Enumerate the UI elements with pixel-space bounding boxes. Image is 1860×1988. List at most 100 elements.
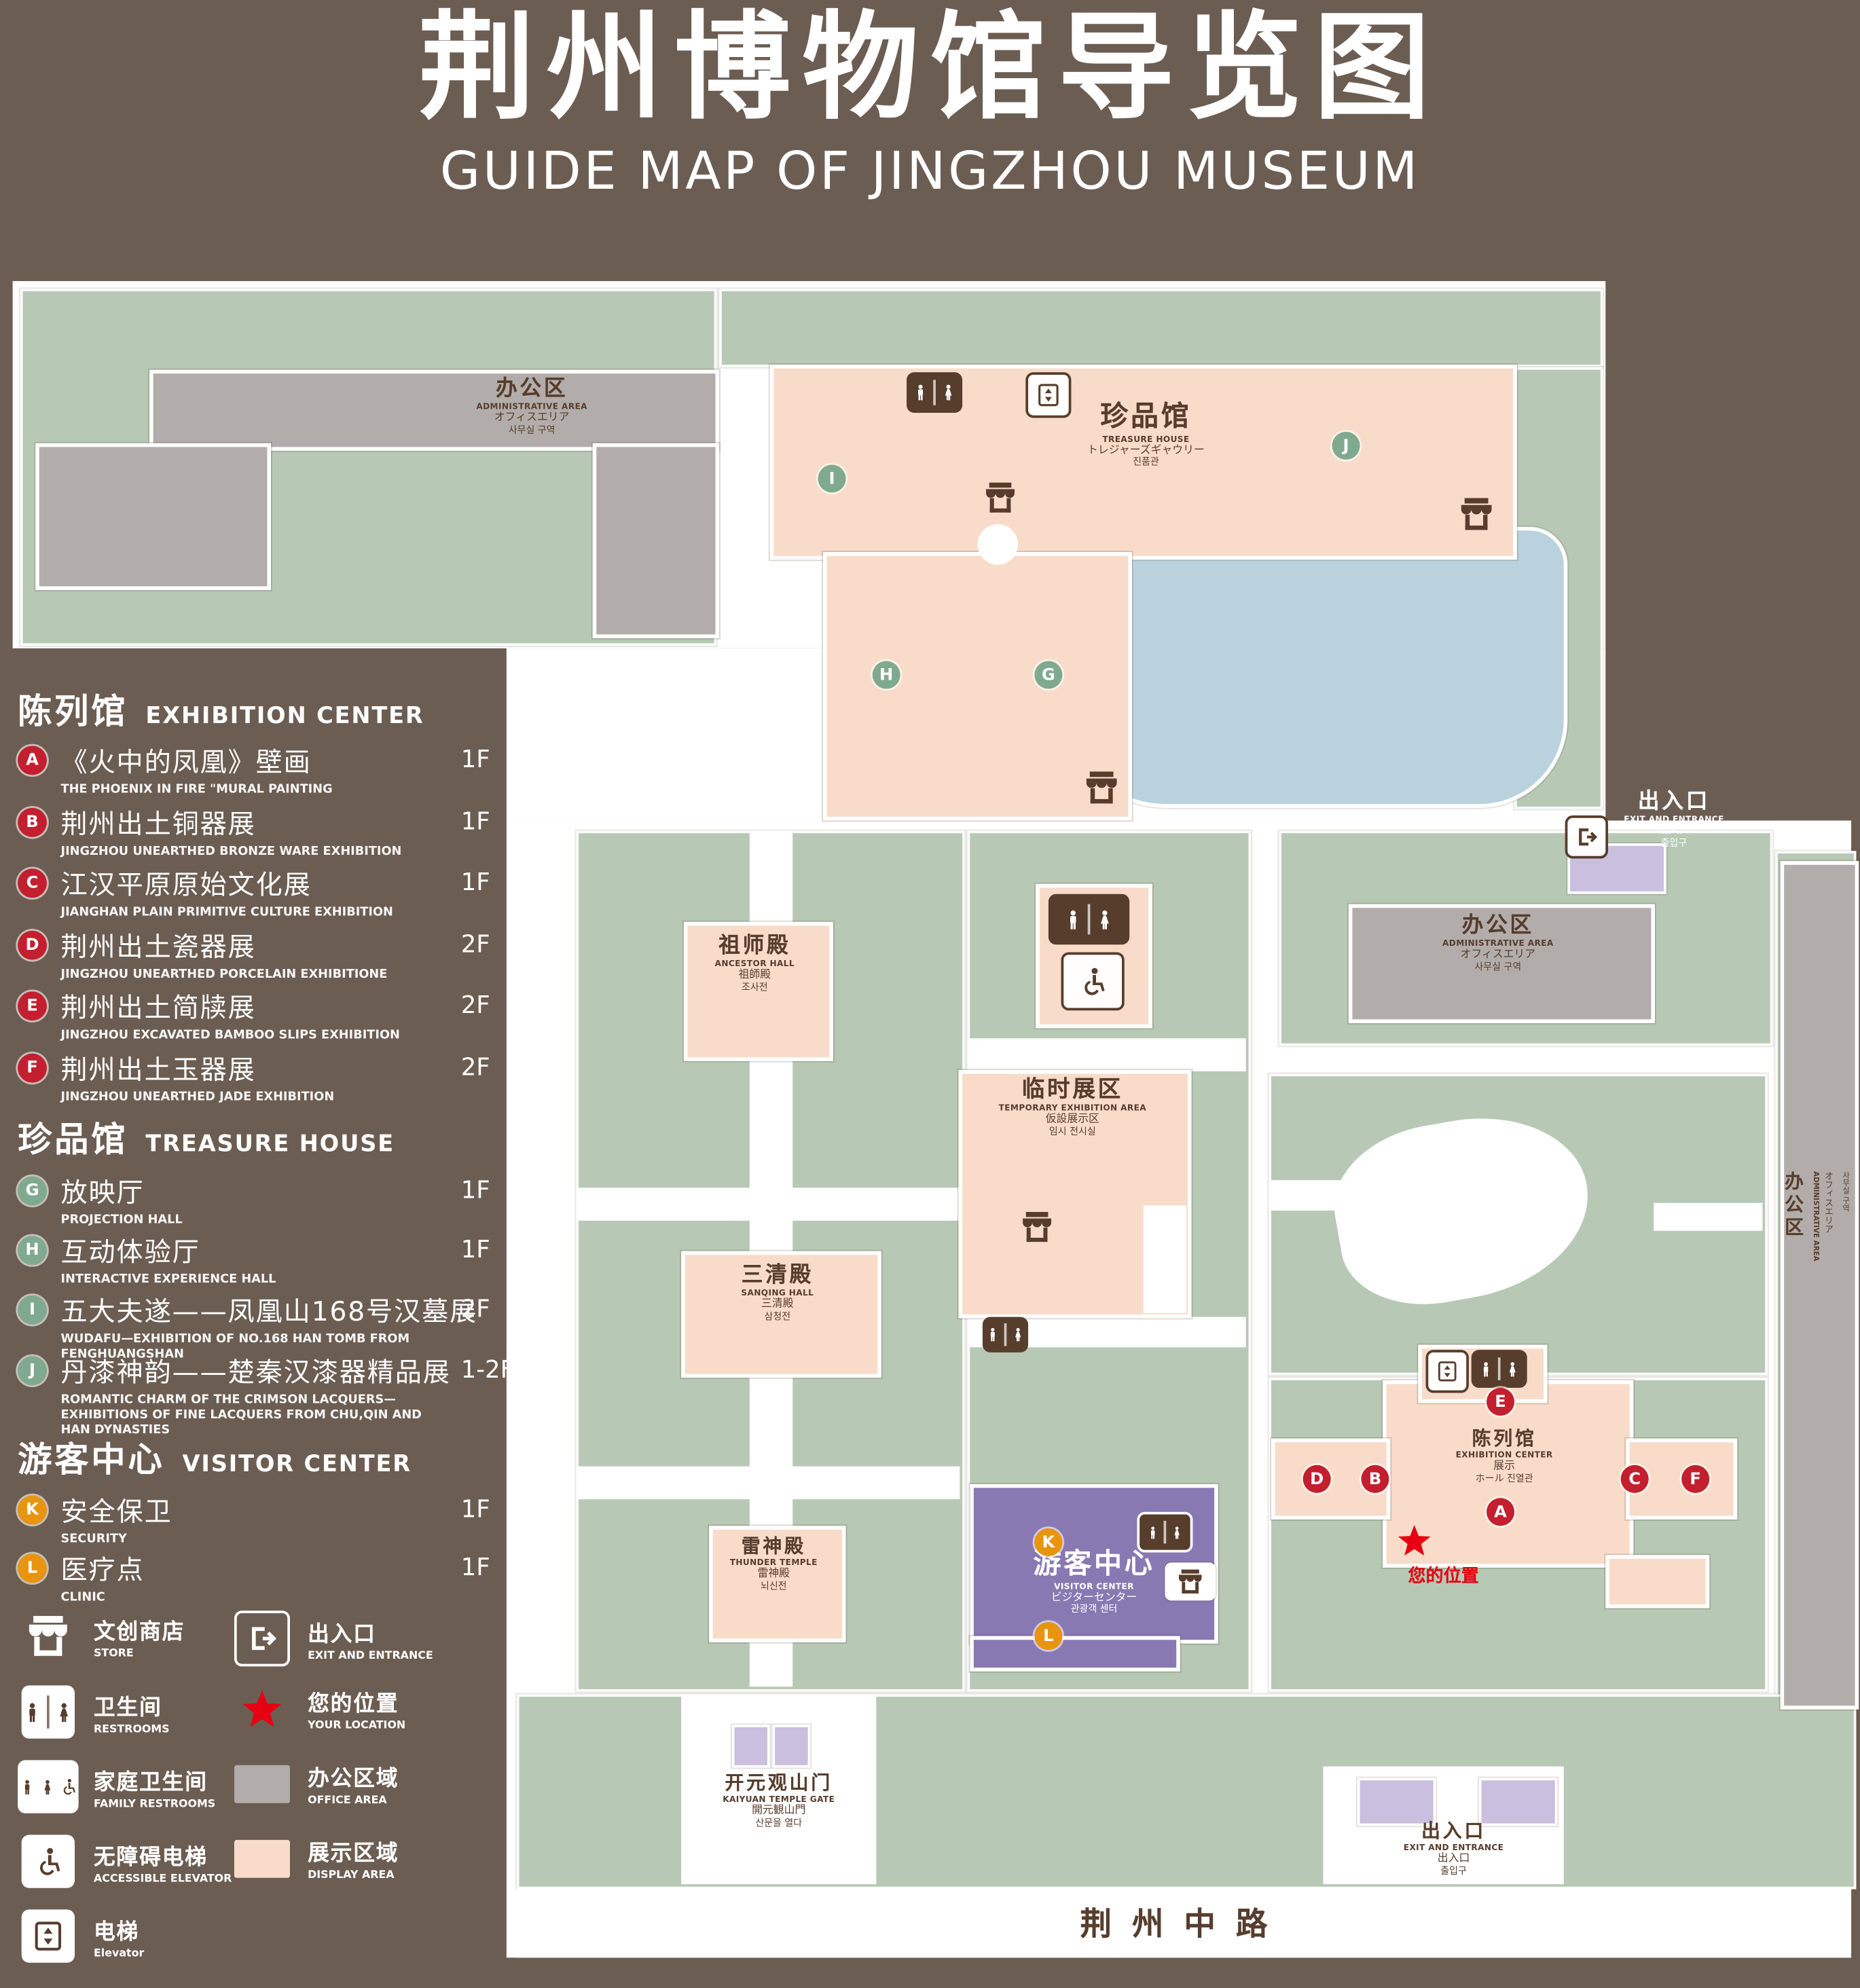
your-location-label: 您的位置 — [1408, 1566, 1479, 1587]
marker-badge: C — [18, 868, 47, 898]
symbol-zh: 电梯 — [93, 1919, 140, 1945]
item-zh: 《火中的凤凰》壁画 — [60, 747, 312, 778]
map-label-exit-northeast: 出入口 EXIT AND ENTRANCE 出入口 출입구 — [1598, 790, 1750, 849]
symbol-en: RESTROOMS — [93, 1723, 170, 1735]
label-ko: 삼청전 — [764, 1310, 791, 1322]
map-label-admin-top-left: 办公区 ADMINISTRATIVE AREA オフィスエリア 사무실 구역 — [405, 377, 659, 436]
symbol-en: Elevator — [93, 1947, 145, 1960]
map-label-sanqing-hall: 三清殿 SANQING HALL 三清殿 삼청전 — [684, 1262, 871, 1322]
woman-icon — [1010, 1327, 1025, 1342]
restroom-icon — [21, 1685, 75, 1739]
item-en: ROMANTIC CHARM OF THE CRIMSON LACQUERS—E… — [60, 1393, 422, 1437]
man-icon — [1146, 1525, 1161, 1539]
temporary-building-notch — [1143, 1205, 1187, 1314]
location-star-icon — [239, 1686, 285, 1731]
label-zh: 临时展区 — [1021, 1076, 1123, 1103]
woman-icon — [53, 1701, 75, 1723]
elevator-glyph — [32, 1919, 65, 1952]
page-title-zh: 荆州博物馆导览图 — [418, 0, 1442, 136]
item-en: PROJECTION HALL — [60, 1213, 183, 1228]
item-en: SECURITY — [60, 1532, 127, 1547]
item-en: WUDAFU—EXHIBITION OF NO.168 HAN TOMB FRO… — [60, 1331, 410, 1361]
label-ja: オフィスエリア — [1460, 949, 1536, 962]
treasure-house-north — [769, 365, 1517, 560]
label-zh: 三清殿 — [741, 1262, 814, 1288]
marker-badge: K — [18, 1495, 47, 1525]
label-ja: トレジャーズギャウリー — [1087, 444, 1205, 458]
legend-item-B: B 荆州出土铜器展 JINGZHOU UNEARTHED BRONZE WARE … — [18, 804, 524, 860]
symbol-en: DISPLAY AREA — [308, 1869, 395, 1882]
label-ko: 뇌신전 — [760, 1579, 787, 1591]
label-en: KAIYUAN TEMPLE GATE — [723, 1794, 835, 1805]
label-en: EXHIBITION CENTER — [1455, 1450, 1553, 1460]
wheelchair-glyph — [1078, 966, 1108, 997]
road: 荆州中路 — [516, 1886, 1852, 1958]
label-en: ANCESTOR HALL — [714, 958, 795, 969]
section-title-en: VISITOR CENTER — [182, 1451, 412, 1478]
label-ja: 仮設展示区 — [1045, 1113, 1099, 1126]
item-zh: 互动体验厅 — [60, 1237, 200, 1268]
label-ja: 開元観山門 — [752, 1804, 806, 1818]
marker-badge: G — [18, 1176, 47, 1206]
divider — [1164, 1521, 1166, 1543]
divider — [47, 1695, 50, 1729]
cross-path-3 — [967, 1038, 1246, 1071]
marker-badge: A — [18, 746, 47, 775]
man-icon — [985, 1327, 1000, 1342]
label-ja: ビジターセンター — [1051, 1591, 1137, 1604]
symbol-en: EXIT AND ENTRANCE — [308, 1649, 433, 1662]
store-icon — [23, 1610, 74, 1661]
map-marker-D: D — [1302, 1465, 1331, 1493]
label-en: ADMINISTRATIVE AREA — [476, 401, 587, 412]
elevator-icon — [21, 1909, 75, 1963]
label-en: THUNDER TEMPLE — [729, 1557, 818, 1568]
item-zh: 放映厅 — [60, 1177, 145, 1209]
your-location-star-icon — [1396, 1522, 1434, 1560]
label-ko: ホール 진열관 — [1475, 1472, 1533, 1484]
label-zh: 珍品馆 — [1100, 401, 1192, 433]
marker-badge: B — [18, 807, 47, 837]
man-icon — [22, 1701, 43, 1723]
elevator-icon — [1025, 372, 1072, 418]
section-title-zh: 游客中心 — [18, 1441, 165, 1481]
symbol-en: OFFICE AREA — [308, 1794, 387, 1807]
admin-strip-east — [1780, 861, 1859, 1710]
item-floor: 1F — [460, 1553, 490, 1582]
item-zh: 荆州出土铜器展 — [60, 809, 256, 840]
item-zh: 荆州出土玉器展 — [60, 1054, 256, 1086]
admin-building-right-wing — [592, 443, 720, 638]
exit-glyph — [1575, 826, 1599, 849]
label-ko: 사무실 구역 — [1840, 1171, 1850, 1212]
legend-section-visitor-center: 游客中心 VISITOR CENTER — [18, 1432, 412, 1481]
marker-badge: D — [18, 930, 47, 960]
item-floor: 1F — [460, 1495, 490, 1524]
label-ja: 出入口 — [1658, 824, 1690, 838]
admin-building-top-bar — [149, 369, 720, 451]
label-ja: オフィスエリア — [494, 411, 570, 425]
label-zh: 出入口 — [1421, 1820, 1487, 1843]
map-label-exit-south: 出入口 EXIT AND ENTRANCE 出入口 출입구 — [1374, 1820, 1533, 1877]
store-tab — [1165, 1562, 1216, 1601]
map-marker-A: A — [1487, 1498, 1515, 1526]
map-label-admin-east: 办公区 ADMINISTRATIVE AREA オフィスエリア 사무실 구역 — [1371, 914, 1624, 973]
sanqing-hall-building — [681, 1251, 881, 1378]
item-en: JINGZHOU UNEARTHED BRONZE WARE EXHIBITIO… — [60, 844, 402, 859]
symbol-zh: 您的位置 — [308, 1691, 399, 1717]
symbol-en: STORE — [93, 1646, 134, 1660]
marker-badge: H — [18, 1236, 47, 1266]
treasure-house-west — [822, 552, 1132, 821]
section-title-zh: 珍品馆 — [18, 1120, 128, 1160]
label-ko: 임시 전시실 — [1048, 1125, 1096, 1137]
label-zh: 陈列馆 — [1472, 1426, 1537, 1450]
store-icon — [981, 479, 1019, 517]
label-ko: 진품관 — [1133, 456, 1159, 468]
marker-badge: J — [18, 1356, 47, 1386]
